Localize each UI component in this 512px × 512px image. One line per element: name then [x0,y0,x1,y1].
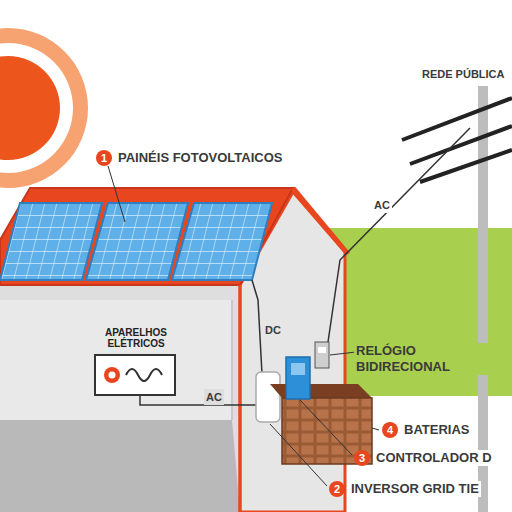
wire-label: AC [204,389,224,405]
callout-number: 1 [96,150,112,166]
solar-panels [0,203,272,280]
callout-number: 2 [329,481,345,497]
callout-label: RELÓGIO BIDIRECIONAL [354,343,508,375]
callout-label: CONTROLADOR D [374,450,494,466]
wire-label: AC [372,197,392,213]
grid-label: REDE PÚBLICA [420,66,507,82]
node-heading: APARELHOS ELÉTRICOS [90,327,182,349]
callout-label: BATERIAS [402,422,471,438]
leader-lines [108,166,379,486]
wire-label: DC [263,322,283,338]
tv-appliance [95,355,175,395]
grid-pole [402,86,512,512]
callout-number: 4 [382,422,398,438]
callout-label: PAINÉIS FOTOVOLTAICOS [116,150,284,166]
callout-number: 3 [354,450,370,466]
appliance-box: APARELHOS ELÉTRICOS [90,327,182,349]
sun [0,28,88,188]
callout-label: INVERSOR GRID TIE [349,481,481,497]
